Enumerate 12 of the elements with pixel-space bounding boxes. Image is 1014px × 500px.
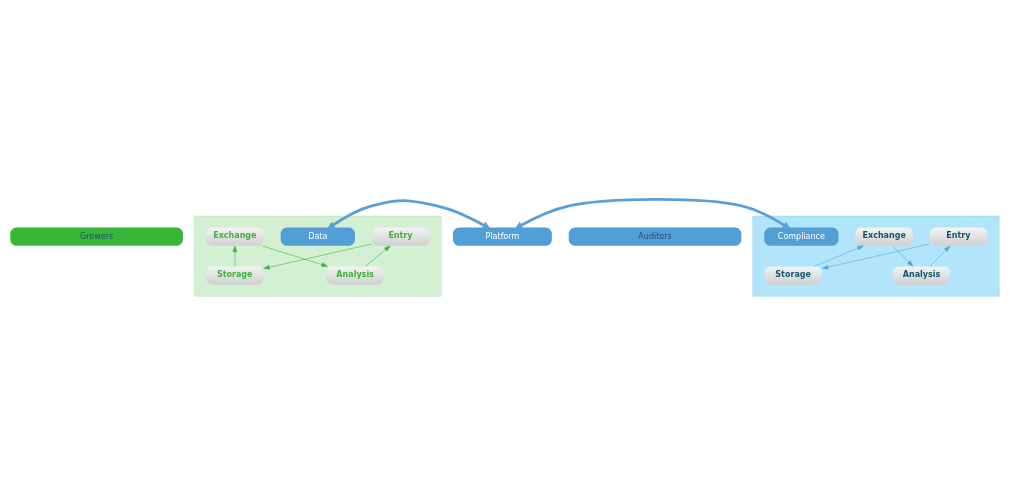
arrow: [262, 245, 328, 267]
arrow: [892, 245, 914, 267]
arrow: [514, 197, 792, 230]
arrow: [232, 245, 238, 267]
arrow: [813, 245, 864, 267]
arrow: [822, 243, 930, 270]
cluster: [194, 215, 442, 297]
arrow: [326, 199, 491, 230]
arrow: [263, 243, 372, 270]
arrow: [365, 245, 391, 267]
cluster: [752, 215, 1000, 297]
arrow: [929, 245, 951, 267]
